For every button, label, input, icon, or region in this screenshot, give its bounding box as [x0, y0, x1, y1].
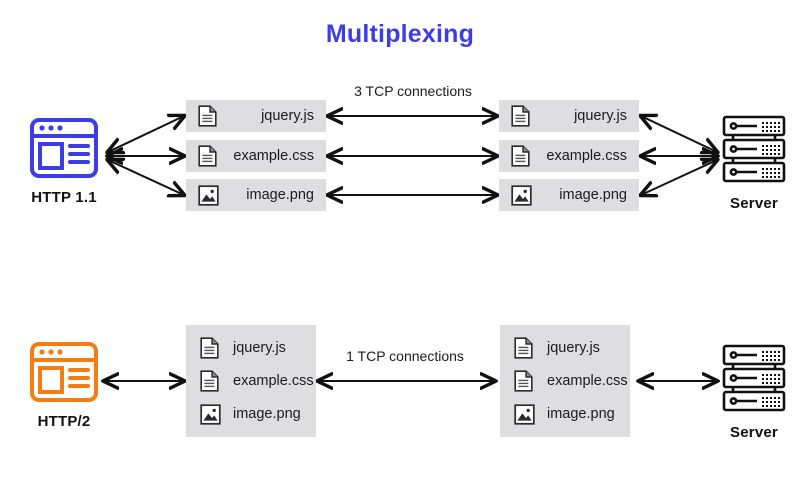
- file-name: example.css: [233, 148, 314, 164]
- server-rack-icon: [722, 115, 786, 183]
- server-rack-icon: [722, 344, 786, 412]
- file-name: jquery.js: [574, 108, 627, 124]
- file-box-left-http11-0[interactable]: jquery.js: [186, 100, 326, 132]
- client-label-http11: HTTP 1.1: [31, 189, 97, 206]
- file-box-right-http2[interactable]: jquery.js example.css image.png: [500, 325, 630, 437]
- tcp-link-group-http11: [328, 116, 497, 195]
- server-link-group-http11: [641, 116, 717, 195]
- image-file-icon: [514, 403, 535, 425]
- file-name: example.css: [547, 373, 628, 389]
- browser-window-icon: [30, 118, 98, 178]
- file-box-right-http11-2[interactable]: image.png: [499, 179, 639, 211]
- file-name: jquery.js: [547, 340, 600, 356]
- server-endpoint-http2: Server: [712, 343, 796, 441]
- connection-label-http2: 1 TCP connections: [346, 348, 464, 364]
- client-link-image-http11: [108, 160, 184, 195]
- image-file-icon: [511, 184, 532, 206]
- file-name: jquery.js: [233, 340, 286, 356]
- file-name: example.css: [546, 148, 627, 164]
- client-endpoint-http2: HTTP/2: [20, 340, 108, 430]
- page-title: Multiplexing: [325, 20, 475, 48]
- server-link-jquery-http11: [641, 116, 717, 152]
- browser-window-icon: [30, 342, 98, 402]
- connection-label-http11: 3 TCP connections: [354, 83, 472, 99]
- file-box-right-http11-1[interactable]: example.css: [499, 140, 639, 172]
- client-link-jquery-http11: [108, 116, 184, 152]
- file-box-right-http11-0[interactable]: jquery.js: [499, 100, 639, 132]
- file-box-left-http2[interactable]: jquery.js example.css image.png: [186, 325, 316, 437]
- document-file-icon: [200, 370, 219, 392]
- client-label-http2: HTTP/2: [37, 413, 91, 430]
- client-link-group-http11: [108, 116, 184, 195]
- server-endpoint-http11: Server: [712, 114, 796, 212]
- document-file-icon: [514, 337, 533, 359]
- server-label-http2: Server: [730, 424, 778, 441]
- document-file-icon: [200, 337, 219, 359]
- image-file-icon: [198, 184, 219, 206]
- file-box-left-http11-1[interactable]: example.css: [186, 140, 326, 172]
- document-file-icon: [198, 105, 217, 127]
- file-name: example.css: [233, 373, 314, 389]
- image-file-icon: [200, 403, 221, 425]
- file-name: image.png: [246, 187, 314, 203]
- file-box-left-http11-2[interactable]: image.png: [186, 179, 326, 211]
- document-file-icon: [198, 145, 217, 167]
- file-name: image.png: [233, 406, 301, 422]
- file-name: image.png: [559, 187, 627, 203]
- server-label-http11: Server: [730, 195, 778, 212]
- document-file-icon: [511, 145, 530, 167]
- server-link-image-http11: [641, 160, 717, 195]
- file-name: image.png: [547, 406, 615, 422]
- client-endpoint-http11: HTTP 1.1: [18, 116, 110, 206]
- file-name: jquery.js: [261, 108, 314, 124]
- document-file-icon: [514, 370, 533, 392]
- document-file-icon: [511, 105, 530, 127]
